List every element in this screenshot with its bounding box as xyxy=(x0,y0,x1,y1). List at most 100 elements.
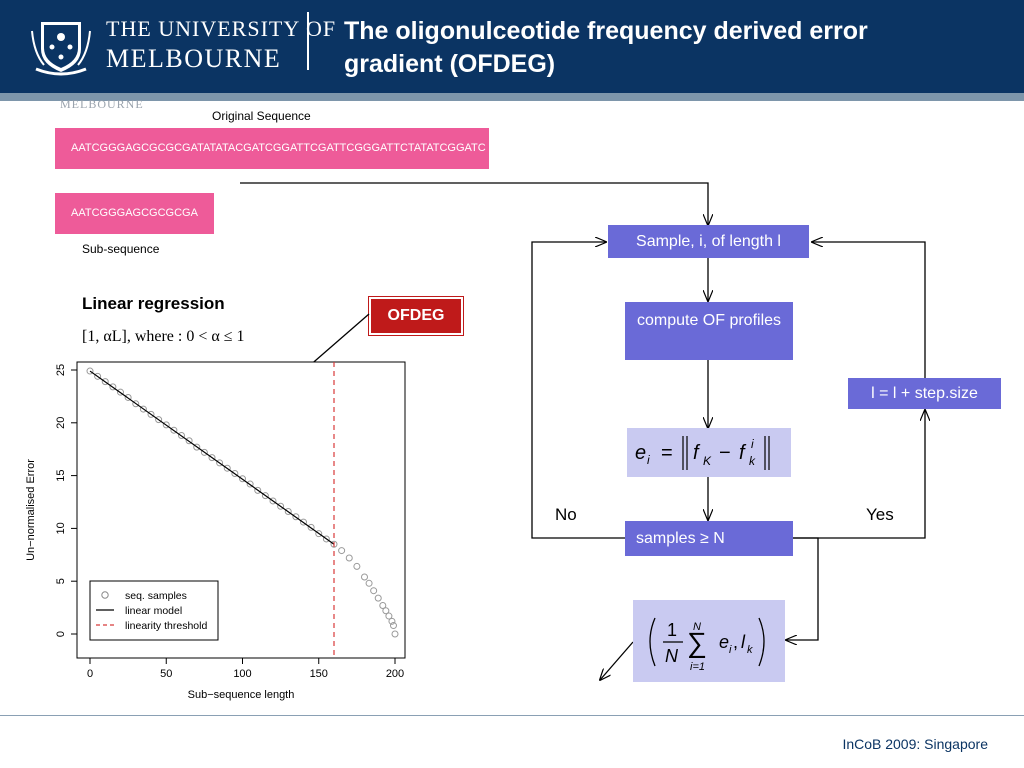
data-point xyxy=(300,518,307,526)
header-bar: THE UNIVERSITY OF MELBOURNE The oligonul… xyxy=(0,0,1024,93)
university-crest-icon xyxy=(31,20,91,76)
data-point xyxy=(374,594,382,602)
data-point xyxy=(162,421,170,429)
header-divider xyxy=(307,12,309,70)
sample-box: Sample, i, of length l xyxy=(608,225,809,258)
legend-label-model: linear model xyxy=(125,605,182,617)
yes-label: Yes xyxy=(866,505,894,524)
chart-legend: seq. samples linear model linearity thre… xyxy=(89,580,219,641)
data-point xyxy=(338,547,346,555)
data-point xyxy=(117,388,124,396)
ghost-logo-text: MELBOURNE xyxy=(60,97,144,111)
sub-sequence-box: AATCGGGAGCGCGCGA xyxy=(55,193,214,234)
header-band xyxy=(0,93,1024,101)
arrow-no-loop xyxy=(531,242,625,539)
svg-text:f: f xyxy=(693,442,701,464)
svg-text:∑: ∑ xyxy=(687,627,707,658)
y-tick-label: 0 xyxy=(55,631,67,637)
data-point xyxy=(239,475,246,483)
svg-text:k: k xyxy=(749,454,756,468)
svg-text:e: e xyxy=(719,632,729,652)
svg-text:k: k xyxy=(747,644,753,656)
data-point xyxy=(109,383,117,391)
error-formula-box: e i = f K − f i k xyxy=(627,428,791,477)
data-point xyxy=(361,573,368,581)
data-point xyxy=(101,378,109,386)
compute-of-profiles-box: compute OF profiles xyxy=(625,302,793,360)
svg-text:e: e xyxy=(635,442,646,464)
x-tick-label: 200 xyxy=(386,668,404,680)
linear-model-line xyxy=(89,370,335,545)
svg-text:i: i xyxy=(751,437,754,451)
data-point xyxy=(170,426,178,434)
data-point xyxy=(391,630,399,638)
data-point xyxy=(132,400,140,408)
data-point xyxy=(86,367,94,375)
x-axis-label: Sub−sequence length xyxy=(188,689,295,701)
data-point xyxy=(365,579,373,587)
svg-text:N: N xyxy=(693,621,701,633)
data-point xyxy=(284,508,292,516)
x-tick-label: 50 xyxy=(160,668,172,680)
data-point xyxy=(345,554,353,562)
y-tick-label: 10 xyxy=(55,522,67,534)
svg-text:−: − xyxy=(719,442,731,464)
regression-chart: 0 50 100 150 200 0 5 10 15 20 25 Sub−sequence len… xyxy=(25,361,406,701)
sub-sequence-label: Sub-sequence xyxy=(82,242,160,256)
svg-text:1: 1 xyxy=(667,620,677,640)
linear-regression-title: Linear regression xyxy=(82,294,225,313)
data-point xyxy=(370,587,378,595)
data-point xyxy=(292,513,300,521)
svg-text:l: l xyxy=(741,632,746,652)
mean-formula-box: 1 N N ∑ i=1 e i , l k xyxy=(633,600,785,682)
arrow-increment-loop xyxy=(812,242,926,380)
data-point xyxy=(315,530,323,538)
increment-box: l = l + step.size xyxy=(848,378,1001,409)
data-point xyxy=(231,469,239,477)
svg-text:i: i xyxy=(647,453,650,467)
data-point xyxy=(208,454,216,462)
data-point xyxy=(277,502,285,510)
x-tick-label: 100 xyxy=(233,668,251,680)
x-tick-label: 0 xyxy=(87,668,93,680)
data-point xyxy=(216,459,224,467)
data-point xyxy=(124,393,132,401)
data-point xyxy=(322,535,330,543)
slide-title: The oligonulceotide frequency derived er… xyxy=(344,17,868,78)
svg-text:N: N xyxy=(665,646,679,666)
error-formula: e i = f K − f i k xyxy=(635,436,770,470)
y-tick-label: 25 xyxy=(55,364,67,376)
y-tick-label: 20 xyxy=(55,417,67,429)
data-point xyxy=(382,607,390,615)
svg-text:=: = xyxy=(661,442,673,464)
data-point xyxy=(385,612,393,620)
mean-formula: 1 N N ∑ i=1 e i , l k xyxy=(649,617,765,673)
svg-text:i=1: i=1 xyxy=(690,661,705,673)
data-point xyxy=(178,431,185,439)
data-point xyxy=(307,523,315,531)
data-point xyxy=(254,486,262,494)
data-point xyxy=(379,601,387,609)
footer-line xyxy=(0,715,1024,716)
arrow-to-mean xyxy=(786,537,819,640)
y-axis-label: Un−normalised Error xyxy=(25,459,37,561)
svg-text:,: , xyxy=(733,632,738,652)
svg-text:i: i xyxy=(729,644,732,656)
legend-label-samples: seq. samples xyxy=(125,590,187,602)
university-name-line1: THE UNIVERSITY OF xyxy=(106,16,337,41)
legend-label-threshold: linearity threshold xyxy=(125,620,207,632)
samples-check-box: samples ≥ N xyxy=(625,521,793,556)
no-label: No xyxy=(555,505,577,524)
x-tick-label: 150 xyxy=(310,668,328,680)
data-point xyxy=(147,410,155,418)
y-tick-label: 5 xyxy=(55,578,67,584)
svg-text:f: f xyxy=(739,442,747,464)
arrow-to-sample xyxy=(240,182,708,225)
data-point xyxy=(155,416,163,424)
arrow-mean-out xyxy=(600,641,634,680)
data-point xyxy=(94,372,102,380)
arrow-yes xyxy=(793,410,925,539)
y-tick-label: 15 xyxy=(55,469,67,481)
data-point xyxy=(330,540,338,548)
footer-text: InCoB 2009: Singapore xyxy=(842,736,988,752)
